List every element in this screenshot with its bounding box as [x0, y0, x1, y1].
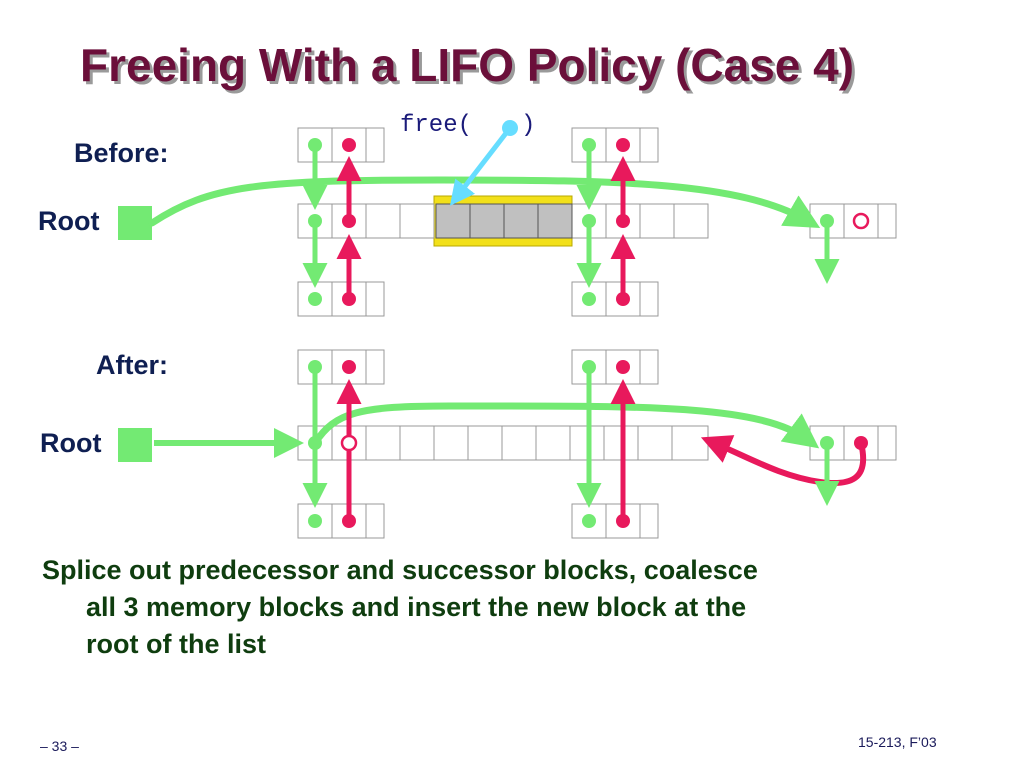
- after-prev-pointers: [336, 379, 636, 521]
- null-prev-dot: [852, 212, 870, 230]
- after-coalesced-block: [297, 425, 709, 461]
- after-top-blocks: [297, 349, 659, 385]
- after-pointer-dots: [308, 360, 868, 528]
- before-label: Before:: [74, 138, 169, 168]
- root-next-arrow-before: [148, 176, 821, 228]
- before-list-block: [809, 203, 897, 239]
- after-section: [118, 349, 897, 539]
- slide-explanation: Splice out predecessor and successor blo…: [42, 552, 972, 663]
- explanation-line-2: all 3 memory blocks and insert the new b…: [86, 592, 747, 622]
- free-pointer-dot: [502, 120, 518, 136]
- slide-number: – 33 –: [40, 738, 79, 754]
- root-square-before: [118, 206, 152, 240]
- before-prev-pointers: [336, 156, 636, 299]
- freed-block: [435, 203, 573, 239]
- explanation-line-3: root of the list: [86, 629, 266, 659]
- new-block-null-prev-dot: [340, 434, 358, 452]
- free-call-suffix: ): [521, 112, 536, 139]
- free-pointer-arrow: [449, 126, 512, 206]
- before-pointer-dots: [308, 138, 870, 306]
- after-next-pointers: [302, 367, 840, 508]
- before-section: [118, 120, 897, 317]
- root-square-after: [118, 428, 152, 462]
- root-label-after: Root: [40, 428, 102, 458]
- after-label: After:: [96, 350, 168, 380]
- slide-title: Freeing With a LIFO Policy (Case 4): [80, 39, 855, 91]
- course-label: 15-213, F’03: [858, 734, 937, 750]
- before-next-pointers: [302, 145, 840, 288]
- root-label-before: Root: [38, 206, 100, 236]
- new-block-next-arrow: [311, 402, 820, 449]
- explanation-line-1: Splice out predecessor and successor blo…: [42, 555, 758, 585]
- free-call-prefix: free(: [400, 112, 473, 139]
